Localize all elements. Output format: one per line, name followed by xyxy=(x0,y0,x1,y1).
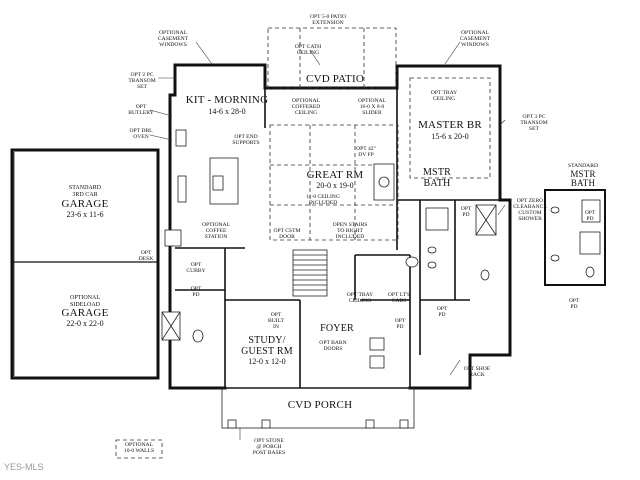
foyer-label: FOYER xyxy=(320,323,354,334)
note-transom-right: OPT 3 PC TRANSOM SET xyxy=(520,114,548,133)
master-bath-label: MSTR BATH xyxy=(422,167,452,189)
note-lt-cabs: OPT LT'S CABS xyxy=(387,292,411,305)
master-bath-fixtures xyxy=(425,204,497,281)
garage-3rd-dimensions: 23-6 x 11-6 xyxy=(66,210,104,219)
porch xyxy=(221,387,415,429)
note-barn-doors: OPT BARN DOORS xyxy=(319,340,347,353)
note-patio-extension: OPT 5-0 PATIO EXTENSION xyxy=(309,14,347,27)
note-open-stairs: OPEN STAIRS TO RIGHT INCLUDED xyxy=(332,222,368,241)
walls-note-box xyxy=(115,439,163,459)
garage-sideload-dimensions: 22-0 x 22-0 xyxy=(66,319,104,328)
note-shoe-rack: OPT SHOE RACK xyxy=(463,366,491,379)
study-label: STUDY/ GUEST RM xyxy=(241,335,293,357)
note-zero-clearance: OPT ZERO CLEARANCE CUSTOM SHOWER xyxy=(513,198,547,223)
note-transom-left: OPT 2 PC TRANSOM SET xyxy=(128,72,156,91)
kitchen-dimensions: 14-6 x 28-0 xyxy=(208,107,246,116)
covered-porch-label: CVD PORCH xyxy=(287,399,353,411)
garage-3rd-label: GARAGE xyxy=(61,198,109,210)
stairs xyxy=(292,249,328,297)
garage-sideload-prefix: OPTIONAL SIDELOAD xyxy=(70,295,100,308)
watermark: YES-MLS xyxy=(4,462,44,472)
powder-room-fixtures xyxy=(161,229,419,369)
note-desk: OPT DESK xyxy=(138,250,154,263)
note-pd-mudroom: OPT PD xyxy=(190,286,202,299)
study-dimensions: 12-0 x 12-0 xyxy=(248,357,286,366)
note-casement-right: OPTIONAL CASEMENT WINDOWS xyxy=(459,30,491,49)
note-slider: OPTIONAL 16-0 X 8-0 SLIDER xyxy=(358,98,386,117)
std-bath-prefix: STANDARD xyxy=(567,163,598,169)
note-pd-hall: OPT PD xyxy=(460,206,472,219)
note-std-pd-top: OPT PD xyxy=(584,210,596,223)
garage-sideload-label: GARAGE xyxy=(61,307,109,319)
covered-patio-label: CVD PATIO xyxy=(306,73,364,85)
note-butlery: OPT BUTLERY xyxy=(128,104,154,117)
std-bath-label: MSTR BATH xyxy=(570,169,596,189)
master-bedroom-dimensions: 15-6 x 20-0 xyxy=(431,132,469,141)
great-room-dimensions: 20-0 x 19-0 xyxy=(316,181,354,190)
leader-lines xyxy=(149,41,506,440)
note-10-walls: OPTIONAL 10-0 WALLS xyxy=(123,442,155,455)
garage-3rd-prefix: STANDARD 3RD CAR xyxy=(68,185,102,198)
note-coffee-station: OPTIONAL COFFEE STATION xyxy=(202,222,230,241)
garage-walls xyxy=(10,148,160,380)
note-built-in: OPT BUILT IN xyxy=(268,312,284,331)
great-room-label: GREAT RM xyxy=(306,169,364,181)
note-stone-post-bases: OPT STONE @ PORCH POST BASES xyxy=(252,438,286,457)
note-11-ceiling: 11-0 CEILING INCLUDED xyxy=(306,194,340,207)
standard-master-bath-inset xyxy=(544,189,606,286)
note-cubby: OPT CUBBY xyxy=(186,262,206,275)
note-cstm-door: OPT CSTM DOOR xyxy=(273,228,301,241)
note-end-supports: OPT END SUPPORTS xyxy=(232,134,260,147)
note-pd-master: OPT PD xyxy=(436,306,448,319)
note-coffered: OPTIONAL COFFERED CEILING xyxy=(291,98,321,117)
fireplace xyxy=(373,163,395,201)
note-pd-bath: OPT PD xyxy=(394,318,406,331)
patio-extension-outline xyxy=(267,27,397,89)
note-casement-left: OPTIONAL CASEMENT WINDOWS xyxy=(157,30,189,49)
note-cath-ceiling: OPT CATH CEILING xyxy=(294,44,322,57)
kitchen-island xyxy=(175,129,239,205)
note-tray-foyer: OPT TRAY CEILING xyxy=(346,292,374,305)
note-dbl-oven: OPT DBL OVEN xyxy=(129,128,153,141)
interior-walls xyxy=(175,88,500,388)
note-tray-master: OPT TRAY CEILING xyxy=(430,90,458,103)
note-std-pd-bottom: OPT PD xyxy=(568,298,580,311)
note-fireplace: OPT 42" DV FP xyxy=(356,146,376,159)
kitchen-label: KIT - MORNING xyxy=(185,94,269,106)
master-bedroom-label: MASTER BR xyxy=(418,119,482,131)
